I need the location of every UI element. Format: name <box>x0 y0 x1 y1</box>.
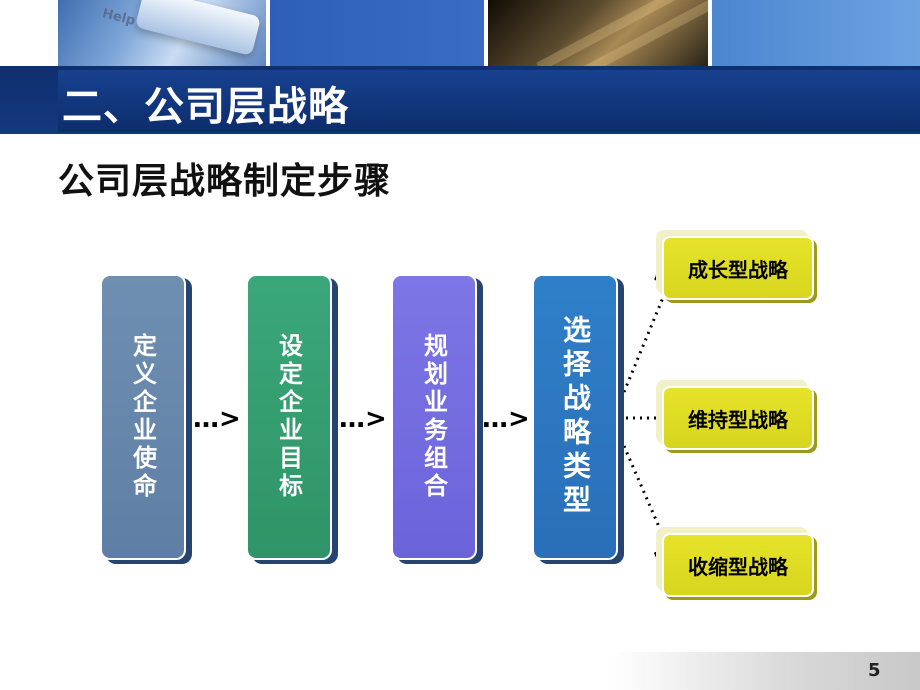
help-key-image <box>134 0 262 56</box>
light-blue-banner-tile <box>712 0 920 66</box>
result-retrenchment-strategy: 收缩型战略 <box>656 527 814 597</box>
step-plan-portfolio: 规划业务组合 <box>391 274 483 564</box>
banner-blank-tile <box>0 0 58 66</box>
blue-banner-tile <box>270 0 484 66</box>
result-label: 维持型战略 <box>688 407 788 432</box>
step-define-mission: 定义企业使命 <box>100 274 192 564</box>
page-number: 5 <box>868 660 881 681</box>
step-set-objectives: 设定企业目标 <box>246 274 338 564</box>
slide-subtitle: 公司层战略制定步骤 <box>58 161 392 202</box>
step-arrow: …> <box>193 404 241 434</box>
step-label: 设定企业目标 <box>274 333 303 501</box>
keyboard-photo-tile: Help <box>58 0 266 66</box>
step-choose-strategy-type: 选择战略类型 <box>532 274 624 564</box>
step-arrow: …> <box>482 404 530 434</box>
slide-title: 二、公司层战略 <box>62 84 349 130</box>
result-stable-strategy: 维持型战略 <box>656 380 814 450</box>
result-growth-strategy: 成长型战略 <box>656 230 814 300</box>
step-label: 定义企业使命 <box>128 333 157 501</box>
step-arrow: …> <box>339 404 387 434</box>
result-label: 收缩型战略 <box>688 554 788 579</box>
help-key-label: Help <box>100 6 137 29</box>
footer-bar <box>612 652 920 690</box>
header-banner: Help <box>0 0 920 66</box>
result-label: 成长型战略 <box>688 257 788 282</box>
title-bar-inner <box>58 70 920 132</box>
step-label: 选择战略类型 <box>559 315 592 519</box>
keyboard-closeup-tile <box>488 0 708 66</box>
step-label: 规划业务组合 <box>419 333 448 501</box>
